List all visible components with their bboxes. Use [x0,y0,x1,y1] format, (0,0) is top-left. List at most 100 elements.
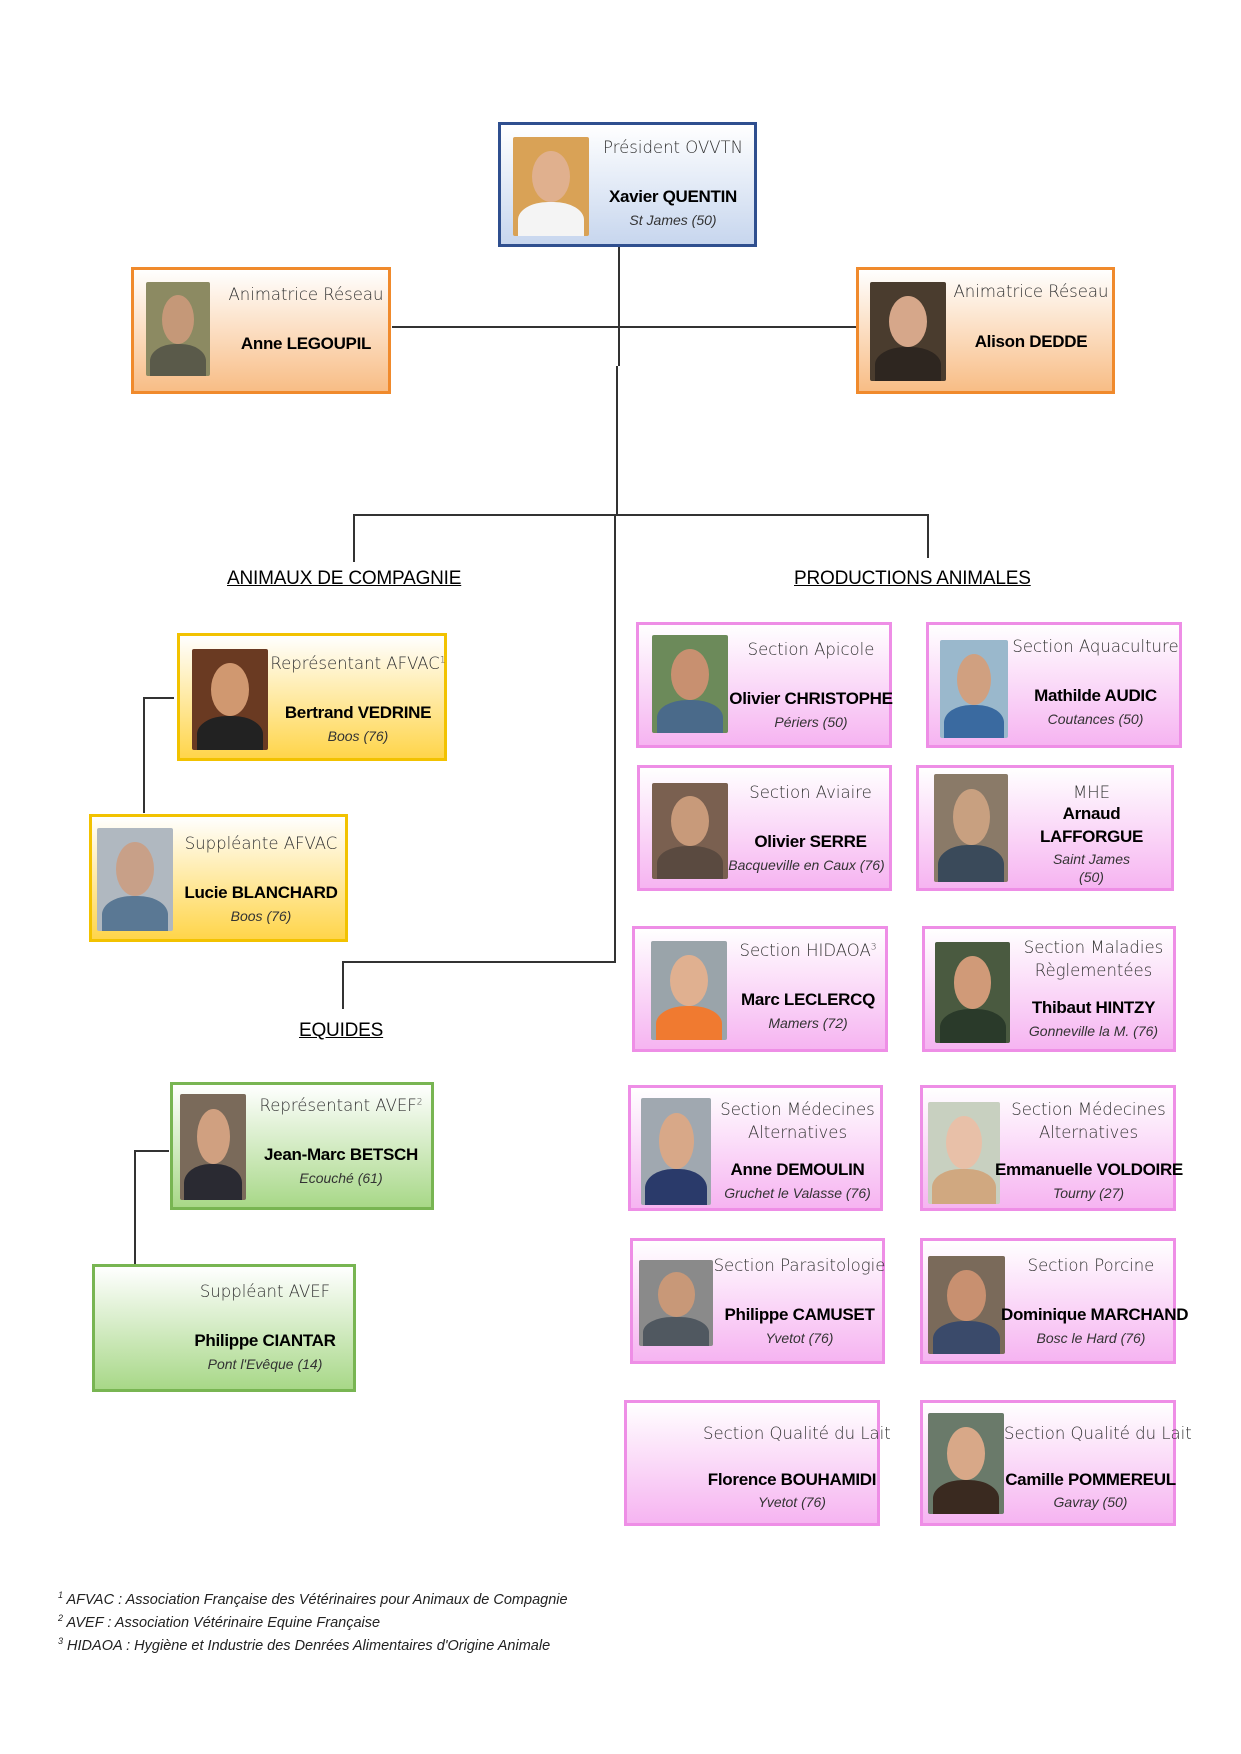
member-photo [639,1260,713,1346]
avef-suppleant-location: Pont l'Evêque (14) [207,1356,323,1372]
section-role: MHE [1072,783,1111,802]
member-location: Gruchet le Valasse (76) [724,1185,871,1201]
avef-representant-location: Ecouché (61) [299,1170,383,1186]
member-name: Emmanuelle VOLDOIRE [995,1160,1183,1179]
member-location: Gavray (50) [1053,1494,1128,1510]
animatrice-role: Animatrice Réseau [953,282,1109,301]
heading-productions-animales: PRODUCTIONS ANIMALES [794,568,1031,589]
afvac-suppleante-name: Lucie BLANCHARD [184,883,338,902]
production-card-parasitologie: Section Parasitologie Philippe CAMUSET Y… [630,1238,885,1364]
member-location: (50) [1079,869,1104,885]
member-name: Olivier SERRE [754,832,867,851]
member-location: Coutances (50) [1047,711,1144,727]
member-photo [934,774,1008,882]
connector-line [927,514,929,558]
avef-representant-role: Représentant AVEF2 [259,1096,423,1115]
avef-suppleant-card: Suppléant AVEF Philippe CIANTAR Pont l'E… [92,1264,356,1392]
member-name: Camille POMMEREUL [1005,1470,1176,1489]
member-name: LAFFORGUE [1039,827,1144,846]
president-location: St James (50) [629,212,717,228]
member-location: Bosc le Hard (76) [1036,1330,1146,1346]
footnote: 3 HIDAOA : Hygiène et Industrie des Denr… [58,1636,551,1654]
section-role: Section Aviaire [749,783,872,802]
production-card-porcine: Section Porcine Dominique MARCHAND Bosc … [920,1238,1189,1364]
avef-representant-card: Représentant AVEF2 Jean-Marc BETSCH Ecou… [170,1082,434,1210]
section-role: Section HIDAOA3 [739,941,877,960]
afvac-representant-name: Bertrand VEDRINE [284,703,432,722]
production-card-medecines-2: Section Médecines Alternatives Emmanuell… [920,1085,1183,1211]
animatrice-name: Anne LEGOUPIL [240,334,372,353]
animatrice-name: Alison DEDDE [974,332,1088,351]
afvac-representant-card: Représentant AFVAC1 Bertrand VEDRINE Boo… [177,633,447,761]
section-role: Section Apicole [747,640,875,659]
president-name: Xavier QUENTIN [608,187,738,206]
member-location: Tourny (27) [1052,1185,1125,1201]
afvac-suppleante-role: Suppléante AFVAC [184,834,338,853]
member-photo [652,635,728,733]
afvac-suppleante-card: Suppléante AFVAC Lucie BLANCHARD Boos (7… [89,814,348,942]
heading-equides: EQUIDES [299,1020,384,1041]
president-card: Président OVVTN Xavier QUENTIN St James … [498,122,757,247]
member-name: Florence BOUHAMIDI [707,1470,877,1489]
member-location: Bacqueville en Caux (76) [728,857,885,873]
member-photo [180,1094,246,1200]
member-name: Thibaut HINTZY [1031,998,1156,1017]
member-name: Dominique MARCHAND [1001,1305,1189,1324]
connector-line [353,514,929,516]
afvac-representant-role: Représentant AFVAC1 [270,654,446,673]
connector-line [618,246,620,366]
section-role: Alternatives [747,1123,848,1142]
production-card-qualite-lait-2: Section Qualité du Lait Camille POMMEREU… [920,1400,1192,1526]
president-photo [513,137,589,236]
animatrice-card-left: Animatrice Réseau Anne LEGOUPIL [131,267,391,394]
member-name: Philippe CAMUSET [724,1305,875,1324]
member-photo [652,783,728,879]
production-card-aquaculture: Section Aquaculture Mathilde AUDIC Couta… [926,622,1182,748]
section-role: Section Parasitologie [713,1256,886,1275]
avef-suppleant-role: Suppléant AVEF [199,1282,331,1301]
member-location: Yvetot (76) [758,1494,826,1510]
member-name: Olivier CHRISTOPHE [729,689,893,708]
section-role: Règlementées [1034,961,1153,980]
member-location: Saint James [1052,851,1131,867]
animatrice-role: Animatrice Réseau [228,285,384,304]
connector-line [134,1150,169,1152]
member-name: Marc LECLERCQ [740,990,875,1009]
animatrice-photo [146,282,210,376]
connector-line [342,961,616,963]
connector-line [614,514,616,962]
connector-line [143,697,174,699]
section-role: Section Aquaculture [1012,637,1179,656]
production-card-qualite-lait-1: Section Qualité du Lait Florence BOUHAMI… [624,1400,891,1526]
section-role: Section Porcine [1027,1256,1155,1275]
avef-representant-name: Jean-Marc BETSCH [264,1145,418,1164]
member-photo [928,1413,1004,1514]
avef-suppleant-name: Philippe CIANTAR [194,1331,336,1350]
section-role: Section Qualité du Lait [1004,1424,1192,1443]
member-name: Mathilde AUDIC [1034,686,1157,705]
section-role: Section Maladies [1023,938,1164,957]
production-card-hidaoa: Section HIDAOA3 Marc LECLERCQ Mamers (72… [632,926,888,1052]
member-photo [935,942,1010,1043]
afvac-suppleante-location: Boos (76) [230,908,292,924]
animatrice-card-right: Animatrice Réseau Alison DEDDE [856,267,1115,394]
member-location: Périers (50) [774,714,848,730]
member-name: Anne DEMOULIN [730,1160,865,1179]
member-photo [97,828,173,931]
member-photo [940,640,1008,738]
production-card-maladies: Section Maladies Règlementées Thibaut HI… [922,926,1176,1052]
member-name: Arnaud [1062,804,1121,823]
production-card-medecines-1: Section Médecines Alternatives Anne DEMO… [628,1085,883,1211]
section-role: Section Qualité du Lait [703,1424,891,1443]
section-role: Alternatives [1038,1123,1139,1142]
member-photo [928,1102,1000,1204]
connector-line [353,514,355,562]
footnote: 2 AVEF : Association Vétérinaire Equine … [58,1613,381,1631]
section-role: Section Médecines [720,1100,875,1119]
member-location: Gonneville la M. (76) [1028,1023,1159,1039]
footnote: 1 AFVAC : Association Française des Vété… [58,1590,568,1608]
connector-line [143,697,145,813]
connector-line [134,1150,136,1264]
member-location: Yvetot (76) [765,1330,834,1346]
connector-line [616,366,618,514]
